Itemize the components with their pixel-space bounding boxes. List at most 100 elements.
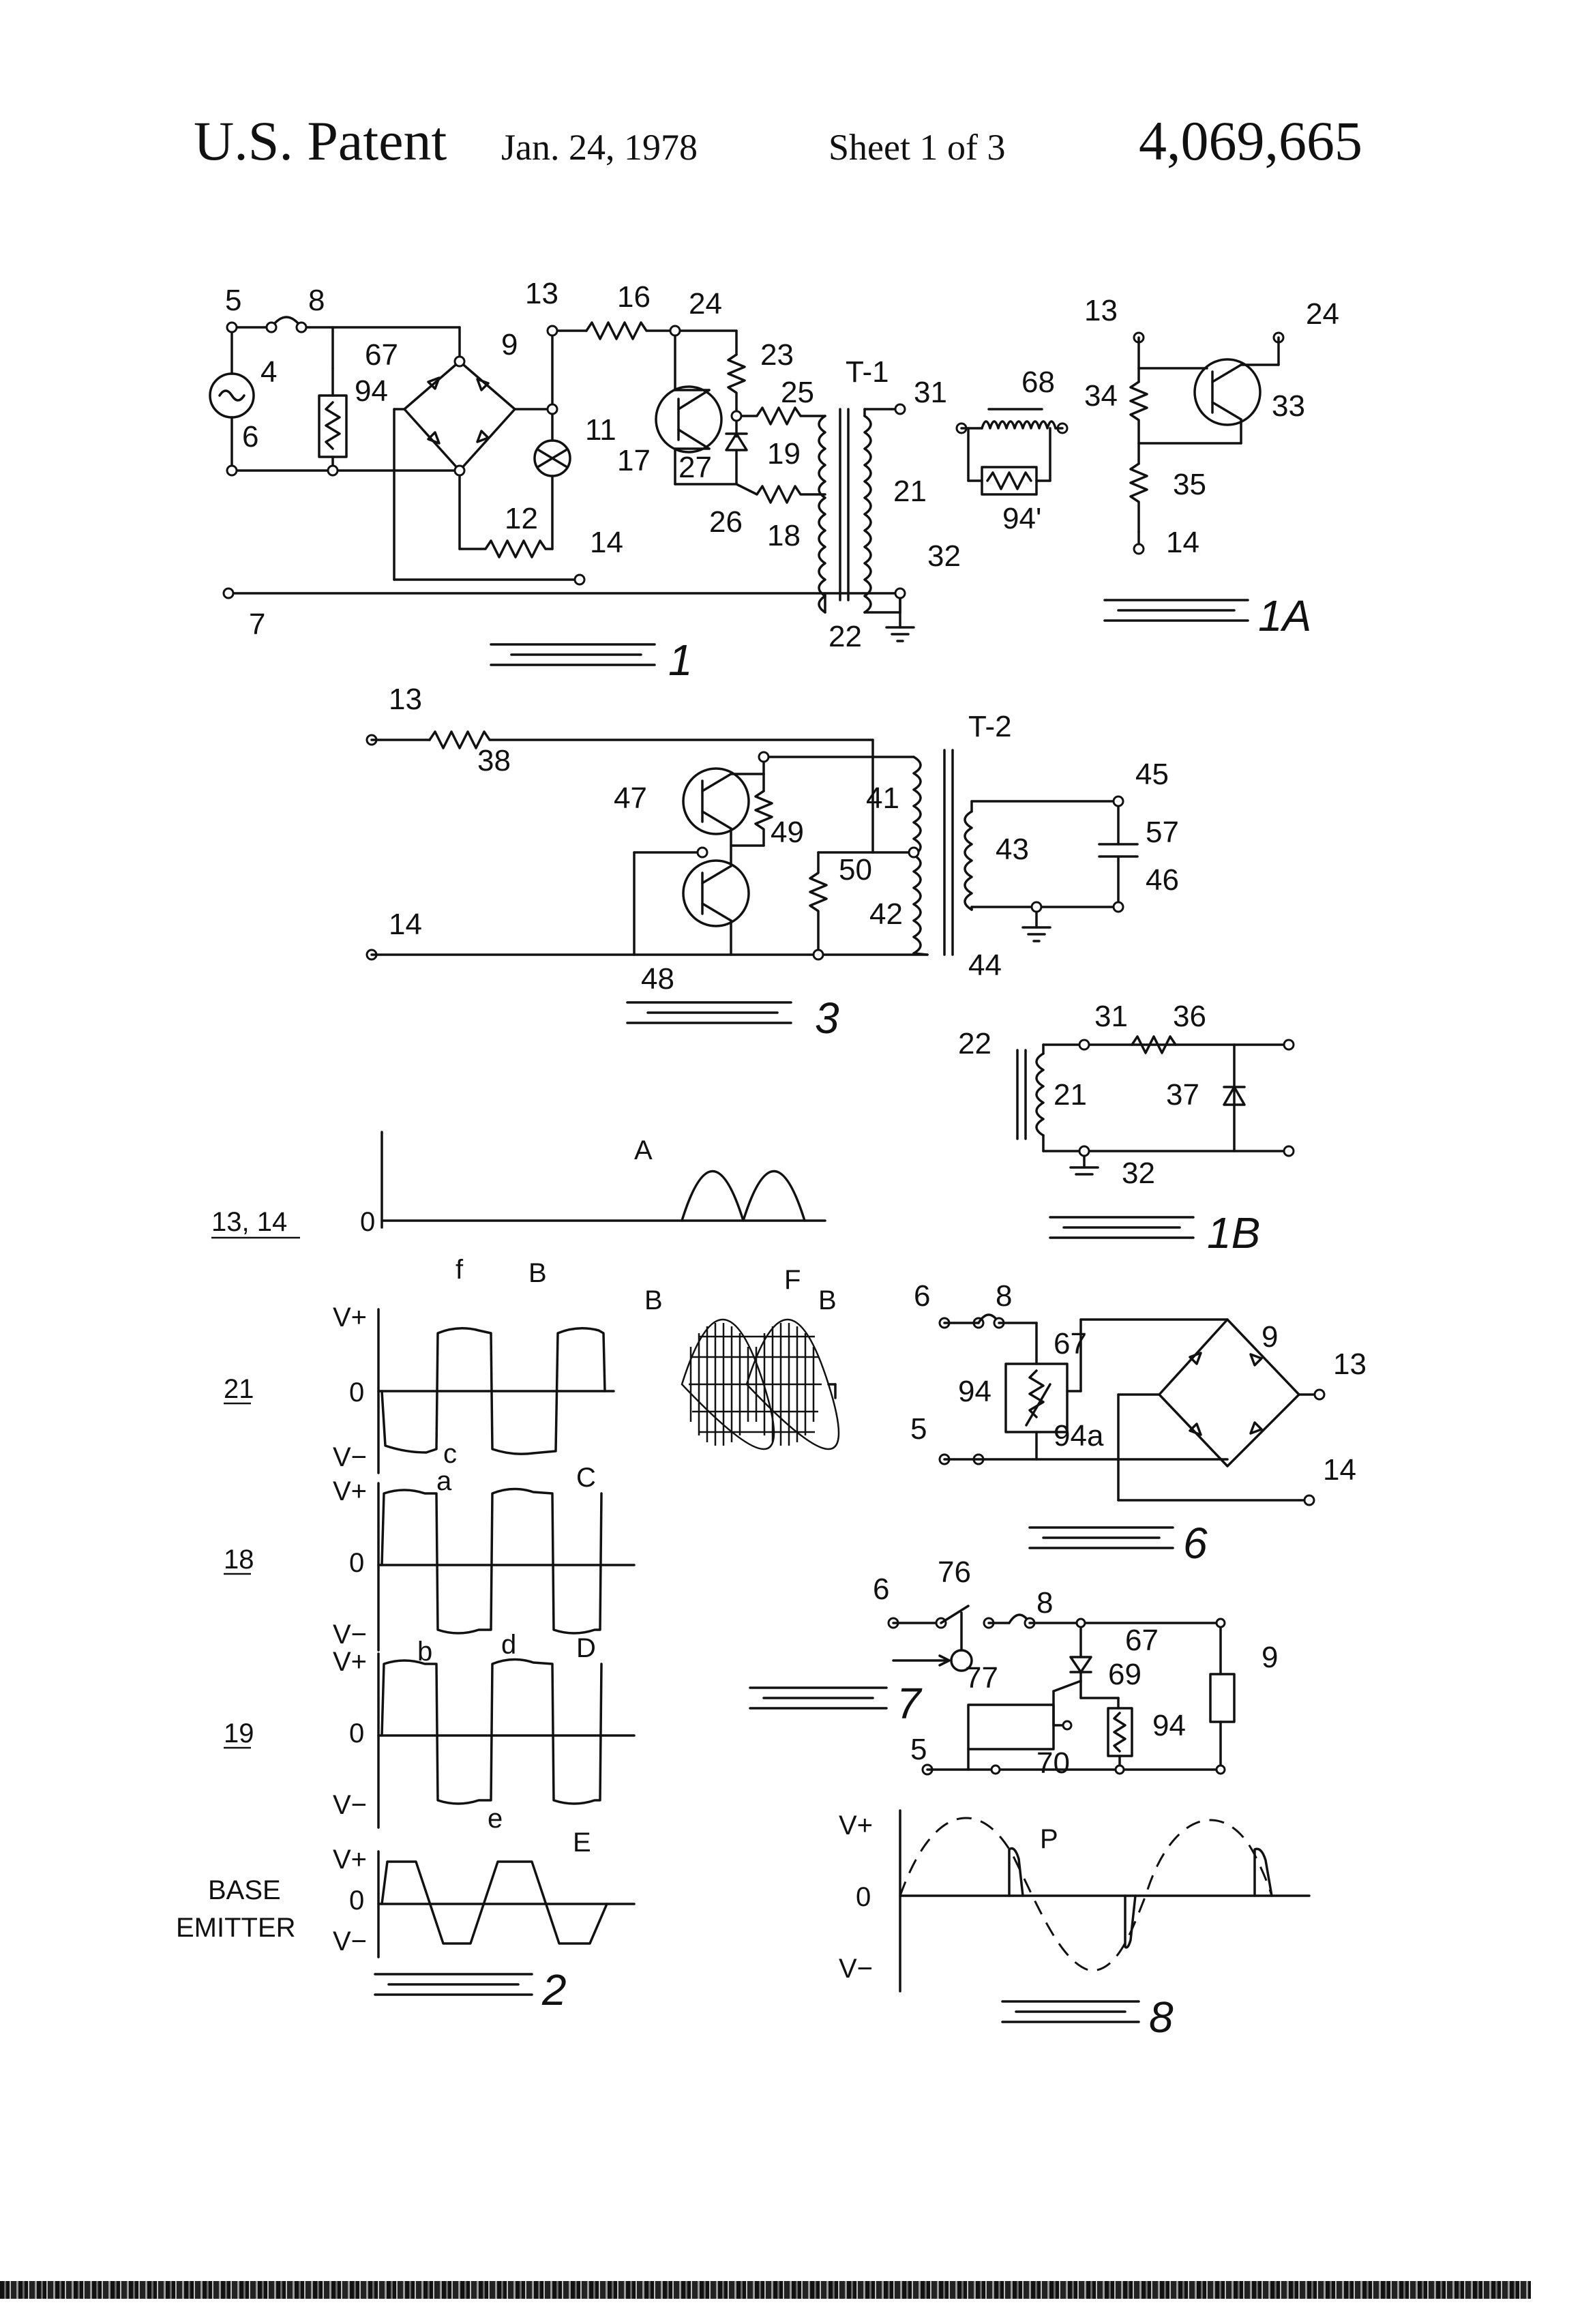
fig1-circuit: 5 8 4 6 7 67 94 9 11 12 13 16 24 14 17 2… xyxy=(210,277,961,685)
vminus-label: V− xyxy=(333,1926,367,1956)
fig3-label: 46 xyxy=(1146,863,1179,897)
fig1-label: T-1 xyxy=(846,355,889,389)
zero-label: 0 xyxy=(856,1882,871,1912)
waveform-label: B xyxy=(818,1285,837,1315)
fig1-label: 23 xyxy=(760,338,794,372)
fig6-label: 67 xyxy=(1054,1327,1087,1360)
waveform-label: D xyxy=(576,1633,596,1663)
fig1-label: 25 xyxy=(781,376,814,409)
fig1a-label: 14 xyxy=(1166,526,1199,559)
zero-label: 0 xyxy=(360,1207,375,1237)
fig2-number: 2 xyxy=(541,1965,567,2014)
fig1a-circuit: 68 94' 13 24 34 33 35 14 xyxy=(957,294,1339,640)
waveform-E xyxy=(382,1862,607,1943)
waveform-label: C xyxy=(576,1463,596,1493)
fig3-label: 47 xyxy=(614,781,647,815)
fig1b-label: 31 xyxy=(1094,1000,1128,1033)
waveform-label: e xyxy=(488,1804,503,1834)
waveform-label: F xyxy=(784,1265,801,1295)
load-9-fig7 xyxy=(1210,1674,1234,1722)
fig1a-number: 1A xyxy=(1258,591,1311,640)
vplus-label: V+ xyxy=(333,1647,367,1677)
fig1-label: 12 xyxy=(505,502,538,535)
waveform-label: E xyxy=(573,1828,591,1858)
thermistor-94-prime xyxy=(982,467,1036,494)
fig1-label: 19 xyxy=(767,437,801,471)
fig3-label: 41 xyxy=(866,781,899,815)
fig1a-label: 13 xyxy=(1084,294,1118,327)
fig6-label: 14 xyxy=(1323,1453,1356,1487)
waveform-C xyxy=(382,1489,601,1633)
vminus-label: V− xyxy=(333,1790,367,1820)
waveform-label: A xyxy=(634,1135,653,1165)
zero-label: 0 xyxy=(349,1718,364,1748)
fig1b-label: 37 xyxy=(1166,1078,1199,1112)
fig1a-label: 94' xyxy=(1002,502,1041,535)
fig1-label: 6 xyxy=(242,420,258,453)
firing-pulse-negative xyxy=(1125,1896,1135,1948)
fig7-label: 69 xyxy=(1108,1658,1141,1691)
row-label-emitter: EMITTER xyxy=(176,1913,296,1943)
fig1-label: 4 xyxy=(260,355,277,389)
fig3-label: 14 xyxy=(389,908,422,941)
vplus-label: V+ xyxy=(839,1811,873,1841)
fig1-label: 11 xyxy=(585,413,616,447)
fig6-label: 9 xyxy=(1262,1320,1278,1354)
relay-70 xyxy=(968,1705,1054,1749)
waveform-label: a xyxy=(436,1466,452,1496)
fig2-waveforms: 13, 14 0 A 21 V+ 0 V− f B c xyxy=(176,1132,839,2014)
waveform-label: P xyxy=(1040,1824,1058,1854)
zero-label: 0 xyxy=(349,1548,364,1578)
fig1b-label: 32 xyxy=(1122,1157,1155,1190)
transistor-47 xyxy=(683,769,749,834)
fig1-label: 31 xyxy=(914,376,947,409)
bridge-rectifier-9 xyxy=(404,361,515,471)
row-label-base: BASE xyxy=(208,1875,281,1905)
fig7-label: 67 xyxy=(1125,1624,1159,1657)
fig7-label: 8 xyxy=(1036,1586,1053,1620)
fig3-label: 13 xyxy=(389,683,422,716)
fig1a-label: 24 xyxy=(1306,297,1339,331)
waveform-D xyxy=(382,1659,601,1804)
fig1a-label: 34 xyxy=(1084,379,1118,413)
fig3-label: 44 xyxy=(968,949,1002,982)
vplus-label: V+ xyxy=(333,1302,367,1332)
vminus-label: V− xyxy=(333,1442,367,1472)
fig1-label: 13 xyxy=(525,277,558,310)
fig1b-label: 36 xyxy=(1173,1000,1206,1033)
vplus-label: V+ xyxy=(333,1845,367,1875)
fig6-label: 94 xyxy=(958,1375,991,1408)
fig3-label: 38 xyxy=(477,744,511,777)
fig8-number: 8 xyxy=(1149,1993,1174,2042)
fig1-label: 94 xyxy=(355,374,388,408)
fig6-label: 8 xyxy=(996,1279,1012,1313)
transformer-t2 xyxy=(914,750,972,955)
row-label-19: 19 xyxy=(224,1718,254,1748)
fig1b-caption: 1B xyxy=(1050,1208,1260,1257)
fig1-label: 8 xyxy=(308,284,325,317)
vminus-label: V− xyxy=(333,1620,367,1650)
fig3-label: 50 xyxy=(839,853,872,887)
fig1a-label: 68 xyxy=(1021,366,1055,399)
waveform-F-burst xyxy=(682,1320,839,1449)
fig1b-number: 1B xyxy=(1207,1208,1260,1257)
waveform-label: B xyxy=(644,1285,663,1315)
fig1-label: 21 xyxy=(893,475,927,508)
fig1a-label: 33 xyxy=(1272,389,1305,423)
vminus-label: V− xyxy=(839,1954,873,1984)
fig1-number: 1 xyxy=(668,636,693,685)
zero-label: 0 xyxy=(349,1886,364,1916)
fig7-label: 9 xyxy=(1262,1641,1278,1674)
waveform-label: B xyxy=(528,1258,547,1288)
fig6-circuit: 6 8 67 9 13 94 94a 5 14 6 xyxy=(910,1279,1367,1568)
fig1-label: 27 xyxy=(678,451,712,484)
fig1-label: 7 xyxy=(249,608,265,641)
transistor-48 xyxy=(683,861,749,926)
firing-pulse-positive xyxy=(1009,1849,1023,1896)
fig1-label: 67 xyxy=(365,338,398,372)
fig1-label: 17 xyxy=(617,444,651,477)
zero-label: 0 xyxy=(349,1377,364,1407)
fig1a-label: 35 xyxy=(1173,468,1206,501)
scan-edge-bar xyxy=(0,2281,1531,2299)
